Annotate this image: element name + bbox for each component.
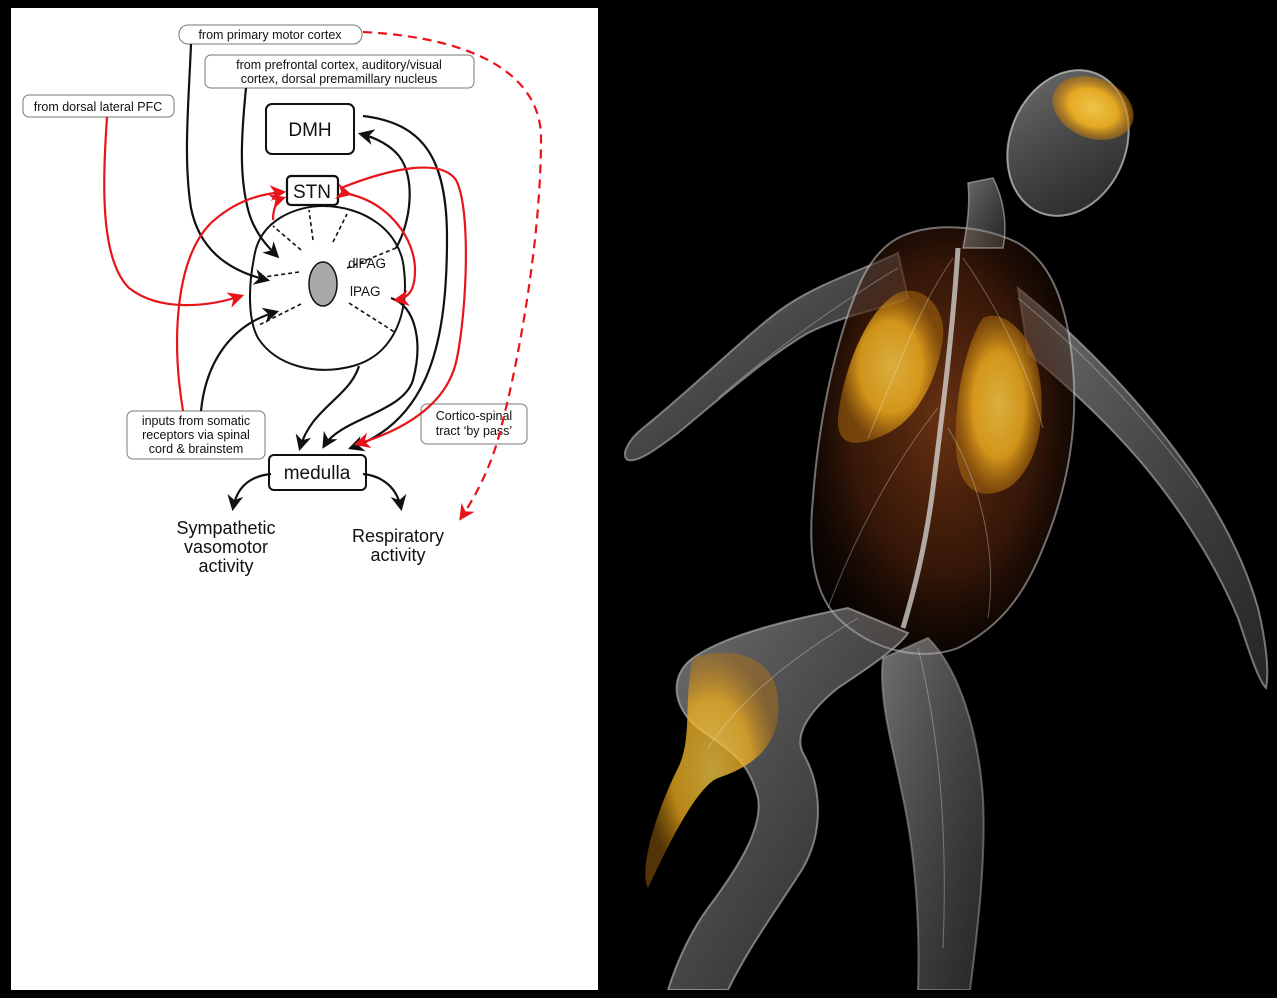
pathway-diagram: from primary motor cortex from prefronta… — [11, 8, 598, 990]
arrow-dorsal-pfc-to-pag — [104, 117, 241, 305]
svg-text:activity: activity — [198, 556, 253, 576]
svg-text:inputs from somatic: inputs from somatic — [142, 414, 250, 428]
svg-text:receptors via spinal: receptors via spinal — [142, 428, 250, 442]
svg-text:from prefrontal cortex, audito: from prefrontal cortex, auditory/visual — [236, 58, 442, 72]
pag-core — [309, 262, 337, 306]
svg-text:Sympathetic: Sympathetic — [176, 518, 275, 538]
svg-text:activity: activity — [370, 545, 425, 565]
svg-text:medulla: medulla — [284, 463, 351, 484]
output-respiratory: Respiratory activity — [352, 526, 444, 565]
svg-text:DMH: DMH — [288, 120, 331, 141]
svg-text:dlPAG: dlPAG — [348, 256, 386, 271]
arrow-pag-to-medulla — [300, 366, 359, 448]
label-somatic-inputs: inputs from somatic receptors via spinal… — [127, 411, 265, 459]
arrow-medulla-to-respiratory — [363, 474, 401, 508]
svg-text:Cortico-spinal: Cortico-spinal — [436, 409, 512, 423]
label-corticospinal-tract: Cortico-spinal tract ‘by pass’ — [421, 404, 527, 444]
svg-text:tract ‘by pass’: tract ‘by pass’ — [436, 424, 512, 438]
svg-text:from primary motor cortex: from primary motor cortex — [198, 28, 342, 42]
svg-text:STN: STN — [293, 182, 331, 203]
label-prefrontal-cortex: from prefrontal cortex, auditory/visual … — [205, 55, 474, 88]
running-figure-illustration — [598, 8, 1270, 990]
node-medulla: medulla — [269, 455, 366, 490]
svg-text:from dorsal lateral PFC: from dorsal lateral PFC — [34, 100, 163, 114]
node-dmh: DMH — [266, 104, 354, 154]
svg-text:cortex, dorsal premamillary nu: cortex, dorsal premamillary nucleus — [241, 72, 438, 86]
output-sympathetic: Sympathetic vasomotor activity — [176, 518, 275, 576]
svg-text:vasomotor: vasomotor — [184, 537, 268, 557]
arrow-medulla-to-sympathetic — [233, 474, 271, 508]
svg-text:lPAG: lPAG — [350, 284, 381, 299]
human-figure — [625, 52, 1267, 990]
svg-text:cord & brainstem: cord & brainstem — [149, 442, 243, 456]
label-dorsal-lateral-pfc: from dorsal lateral PFC — [23, 95, 174, 117]
diagram-panel: from primary motor cortex from prefronta… — [11, 8, 598, 990]
label-primary-motor-cortex: from primary motor cortex — [179, 25, 362, 44]
svg-text:Respiratory: Respiratory — [352, 526, 444, 546]
node-stn: STN — [287, 176, 338, 205]
node-pag: dlPAG lPAG — [250, 206, 405, 370]
anatomy-illustration-panel — [598, 8, 1270, 990]
